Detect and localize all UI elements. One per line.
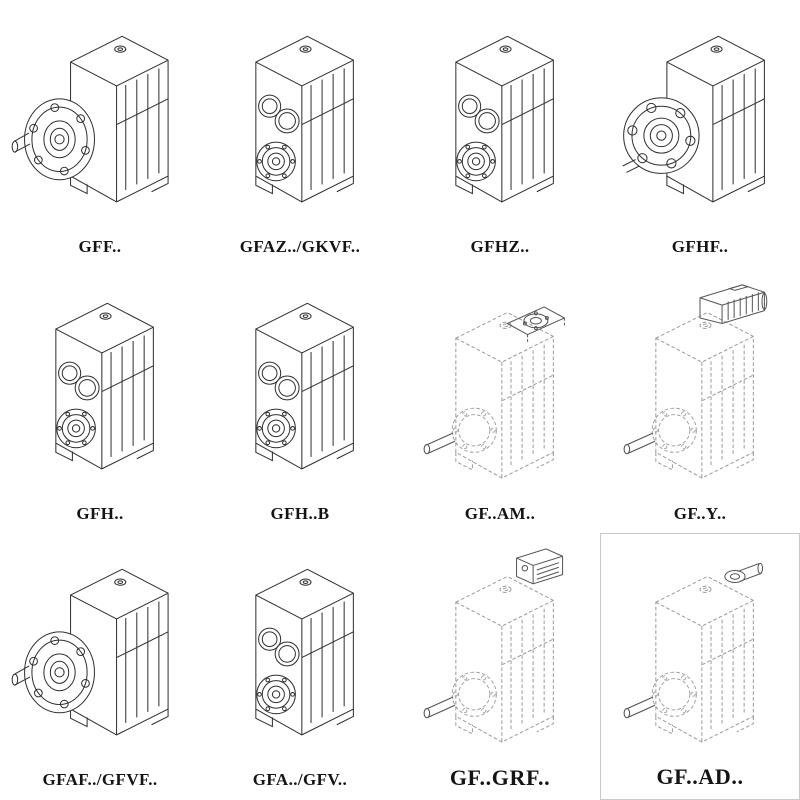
gearbox-drawing xyxy=(202,4,398,236)
gearbox-drawing xyxy=(402,537,598,763)
catalog-cell: GF..Y.. xyxy=(600,266,800,534)
model-label: GF..GRF.. xyxy=(449,764,551,790)
catalog-cell: GFAZ../GKVF.. xyxy=(200,0,400,267)
catalog-cell: GFF.. xyxy=(0,0,200,267)
catalog-cell: GFH..B xyxy=(200,266,400,534)
gearbox-drawing xyxy=(2,271,198,503)
gearbox-drawing xyxy=(402,271,598,503)
model-label: GFHF.. xyxy=(671,236,729,256)
gearbox-drawing xyxy=(2,537,198,769)
catalog-cell: GF..GRF.. xyxy=(400,533,600,800)
catalog-cell: GF..AM.. xyxy=(400,266,600,534)
catalog-cell: GFHF.. xyxy=(600,0,800,267)
gearbox-drawing xyxy=(202,271,398,503)
catalog-cell: GF..AD.. xyxy=(600,533,800,800)
catalog-cell: GFA../GFV.. xyxy=(200,533,400,800)
model-label: GFAF../GFVF.. xyxy=(42,770,158,790)
model-label: GFA../GFV.. xyxy=(252,770,348,790)
model-label: GFHZ.. xyxy=(470,236,530,256)
model-label: GFAZ../GKVF.. xyxy=(239,236,361,256)
model-label: GF..AM.. xyxy=(464,503,536,523)
gearbox-drawing xyxy=(402,4,598,236)
gearbox-drawing xyxy=(2,4,198,236)
model-label: GF..AD.. xyxy=(656,763,744,789)
model-label: GFH.. xyxy=(76,503,124,523)
catalog-cell: GFAF../GFVF.. xyxy=(0,533,200,800)
model-label: GF..Y.. xyxy=(673,503,727,523)
model-label: GFF.. xyxy=(78,236,122,256)
catalog-cell: GFHZ.. xyxy=(400,0,600,267)
gearbox-drawing xyxy=(602,4,798,236)
gearbox-drawing xyxy=(603,538,797,762)
gearbox-drawing xyxy=(202,537,398,769)
catalog-cell: GFH.. xyxy=(0,266,200,534)
model-label: GFH..B xyxy=(270,503,330,523)
gearbox-drawing xyxy=(602,271,798,503)
